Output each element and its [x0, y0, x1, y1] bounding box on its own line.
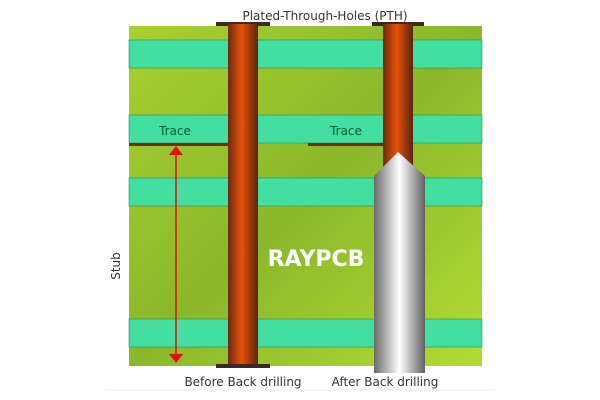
trace-right-label: Trace	[329, 124, 362, 138]
trace-left-label: Trace	[158, 124, 191, 138]
raypcb-watermark: RAYPCB	[268, 247, 365, 272]
inner-layer-1	[128, 39, 483, 69]
stub-arrow	[169, 146, 183, 363]
inner-layer-3	[128, 177, 483, 207]
trace-left	[129, 143, 229, 146]
stub-label: Stub	[109, 252, 123, 280]
inner-layer-4	[128, 318, 483, 348]
trace-right	[308, 143, 384, 146]
via-after-back-drilling	[372, 22, 425, 373]
pth-title: Plated-Through-Holes (PTH)	[242, 9, 407, 23]
drill-bit-icon	[374, 152, 425, 373]
before-back-drilling-label: Before Back drilling	[184, 375, 301, 389]
inner-layer-2	[128, 114, 483, 144]
after-back-drilling-label: After Back drilling	[332, 375, 439, 389]
via-before-back-drilling	[216, 22, 270, 368]
